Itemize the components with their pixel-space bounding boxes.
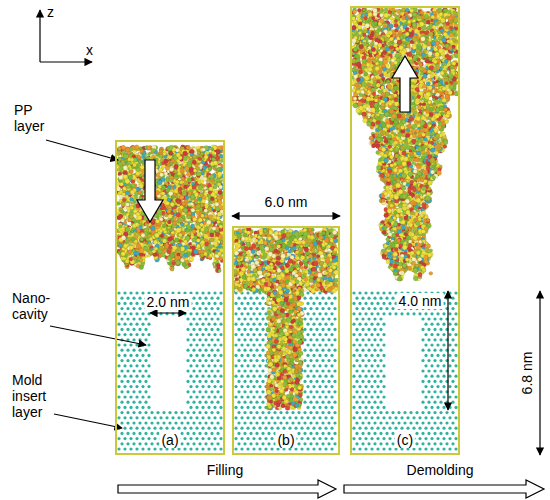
figure-stage: (a)(b)(c)zxPP layerNano-cavityMold inser… <box>0 0 550 500</box>
